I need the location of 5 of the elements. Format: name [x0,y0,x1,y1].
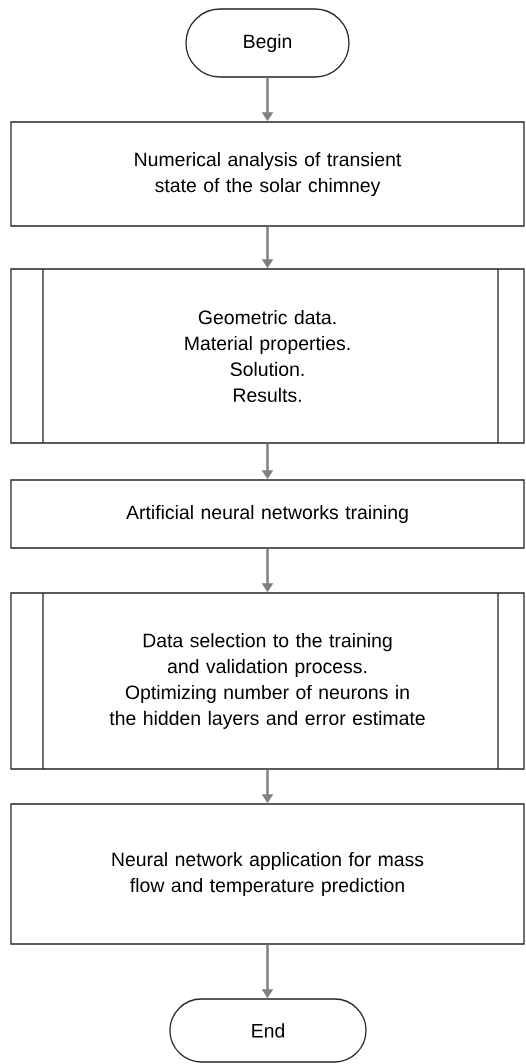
subprocess-box: Geometric data. Material properties. Solution. Results. [10,268,525,444]
process-box: Neural network application for mass flow and temperature prediction [10,803,525,945]
process-box: Artificial neural networks training [10,479,525,549]
process-box: Numerical analysis of transient state of the solar chimney [10,121,525,227]
subprocess-box: Data selection to the training and validation process. Optimizing number of neurons in the hidden layers and error estimate [10,592,525,770]
